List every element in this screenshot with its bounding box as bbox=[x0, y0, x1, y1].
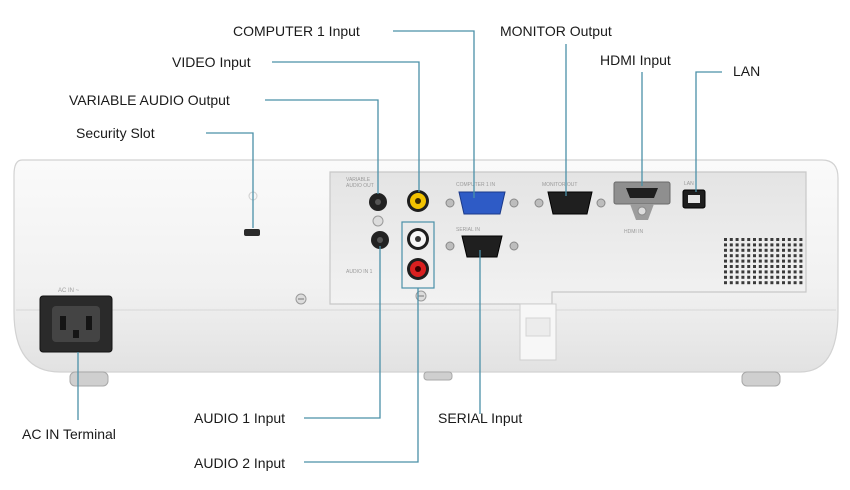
monitor-vga-port: MONITOR OUT bbox=[534, 182, 606, 215]
label-monitor-output: MONITOR Output bbox=[500, 23, 612, 39]
lan-port: LAN bbox=[682, 181, 706, 209]
label-variable-audio-output: VARIABLE AUDIO Output bbox=[69, 92, 230, 108]
leader-lines bbox=[77, 30, 722, 463]
svg-text:HDMI IN: HDMI IN bbox=[624, 229, 644, 235]
leader-video bbox=[272, 61, 420, 192]
projector-feet bbox=[69, 371, 781, 387]
serial-port: SERIAL IN bbox=[445, 227, 519, 258]
audio2-rca-jacks bbox=[401, 221, 435, 289]
svg-text:SERIAL IN: SERIAL IN bbox=[456, 227, 480, 233]
lower-tab bbox=[519, 303, 557, 361]
svg-text:COMPUTER 1 IN: COMPUTER 1 IN bbox=[456, 182, 496, 188]
label-ac-in-terminal: AC IN Terminal bbox=[22, 426, 116, 442]
label-hdmi-input: HDMI Input bbox=[600, 52, 671, 68]
computer1-vga-port: COMPUTER 1 IN bbox=[445, 182, 519, 215]
svg-text:VARIABLE: VARIABLE bbox=[346, 177, 371, 183]
leader-computer1 bbox=[393, 30, 475, 198]
video-rca-jack bbox=[407, 190, 429, 212]
label-computer1-input: COMPUTER 1 Input bbox=[233, 23, 360, 39]
leader-audio2 bbox=[304, 288, 419, 463]
svg-text:LAN: LAN bbox=[684, 181, 694, 187]
leader-lan bbox=[695, 71, 722, 192]
ac-in-terminal: AC IN ~ bbox=[39, 288, 113, 353]
svg-text:AC IN ~: AC IN ~ bbox=[58, 288, 80, 294]
variable-audio-jack bbox=[369, 193, 387, 227]
svg-text:AUDIO OUT: AUDIO OUT bbox=[346, 183, 374, 189]
svg-text:AUDIO IN 1: AUDIO IN 1 bbox=[346, 269, 373, 275]
audio1-jack bbox=[371, 231, 389, 249]
vent-grille bbox=[724, 238, 803, 285]
label-video-input: VIDEO Input bbox=[172, 54, 251, 70]
label-serial-input: SERIAL Input bbox=[438, 410, 523, 426]
label-audio2-input: AUDIO 2 Input bbox=[194, 455, 286, 471]
label-lan: LAN bbox=[733, 63, 761, 79]
hdmi-port: HDMI IN bbox=[613, 181, 671, 235]
label-audio1-input: AUDIO 1 Input bbox=[194, 410, 286, 426]
leader-audio1 bbox=[304, 246, 381, 419]
leader-variable-audio bbox=[265, 99, 379, 194]
leader-security bbox=[206, 132, 254, 228]
label-security-slot: Security Slot bbox=[76, 125, 155, 141]
svg-text:MONITOR OUT: MONITOR OUT bbox=[542, 182, 577, 188]
